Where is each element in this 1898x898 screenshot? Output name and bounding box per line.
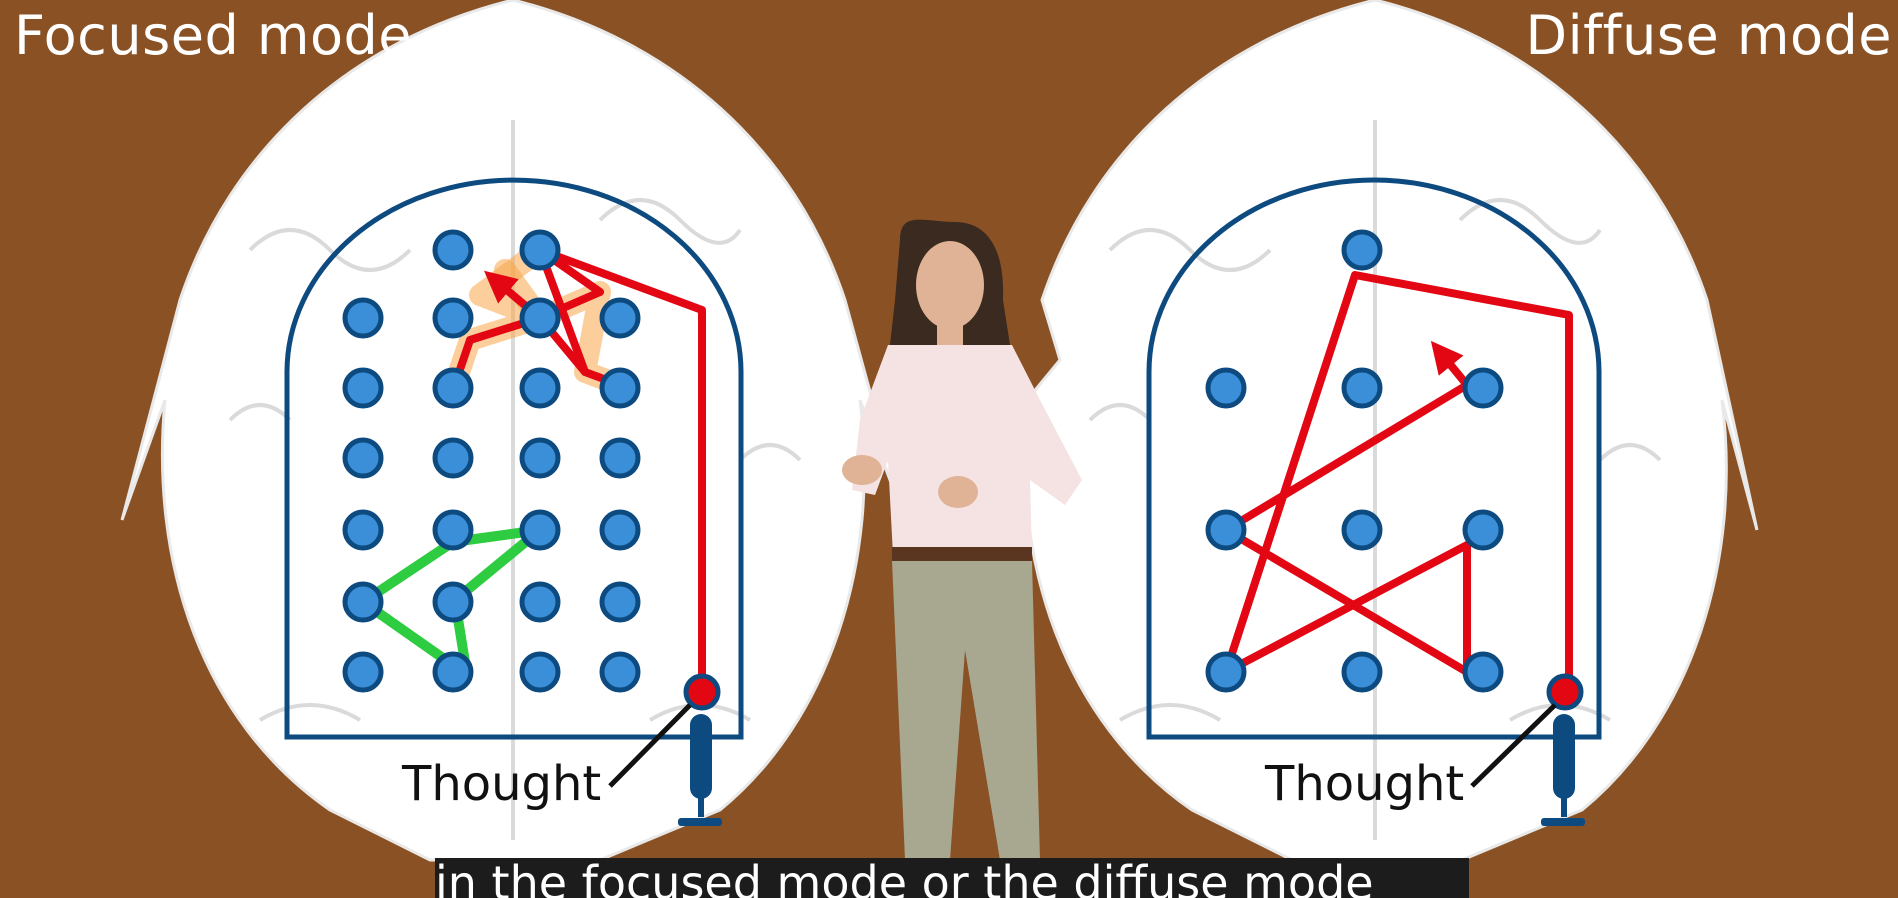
network-node xyxy=(599,437,641,479)
left-thought-node xyxy=(683,673,721,711)
presenter-figure xyxy=(842,219,1082,860)
network-node xyxy=(599,367,641,409)
left-container-outline xyxy=(284,177,744,740)
right-container-outline xyxy=(1146,177,1602,740)
focused-mode-title: Focused mode xyxy=(14,4,413,67)
right-thought-node xyxy=(1546,673,1584,711)
network-node xyxy=(432,651,474,693)
subtitle-caption-box: in the focused mode or the diffuse mode xyxy=(435,858,1469,898)
presenter-hand-right xyxy=(938,476,978,508)
right-pointer-line xyxy=(1470,703,1557,788)
network-node xyxy=(1341,229,1383,271)
network-node xyxy=(1462,651,1504,693)
network-node xyxy=(342,367,384,409)
network-node xyxy=(1205,509,1247,551)
diffuse-mode-title: Diffuse mode xyxy=(1525,4,1892,67)
network-node xyxy=(519,229,561,271)
network-node xyxy=(342,437,384,479)
network-node xyxy=(1341,651,1383,693)
left-node-grid xyxy=(342,229,641,693)
network-node xyxy=(599,651,641,693)
right-pencil-icon xyxy=(1541,714,1585,826)
network-node xyxy=(1462,367,1504,409)
left-pencil-icon xyxy=(678,714,722,826)
right-node-grid xyxy=(1205,229,1504,693)
left-thought-label: Thought xyxy=(402,756,602,812)
left-head-illustration xyxy=(120,0,907,862)
network-node xyxy=(1341,509,1383,551)
network-node xyxy=(519,297,561,339)
presenter-trousers xyxy=(892,561,1040,860)
network-node xyxy=(519,367,561,409)
right-head-illustration xyxy=(1022,0,1759,862)
network-node xyxy=(432,581,474,623)
network-node xyxy=(432,367,474,409)
presenter-shirt xyxy=(852,345,1082,555)
right-thought-label: Thought xyxy=(1265,756,1465,812)
presenter-face xyxy=(916,241,984,329)
network-node xyxy=(599,581,641,623)
network-node xyxy=(519,651,561,693)
network-node xyxy=(342,509,384,551)
subtitle-caption-text: in the focused mode or the diffuse mode xyxy=(435,858,1374,898)
network-node xyxy=(599,297,641,339)
network-node xyxy=(1205,367,1247,409)
network-node xyxy=(432,509,474,551)
presenter-belt xyxy=(892,547,1032,561)
presenter-hand-left xyxy=(842,455,882,485)
network-node xyxy=(342,297,384,339)
network-node xyxy=(432,229,474,271)
network-node xyxy=(432,297,474,339)
left-brain-folds xyxy=(228,120,802,840)
network-node xyxy=(519,437,561,479)
network-node xyxy=(599,509,641,551)
network-node xyxy=(342,581,384,623)
network-node xyxy=(342,651,384,693)
right-red-path xyxy=(1222,271,1573,694)
network-node xyxy=(1462,509,1504,551)
network-node xyxy=(432,437,474,479)
left-pointer-line xyxy=(608,703,692,788)
network-node xyxy=(1341,367,1383,409)
network-node xyxy=(519,581,561,623)
network-node xyxy=(519,509,561,551)
network-node xyxy=(1205,651,1247,693)
